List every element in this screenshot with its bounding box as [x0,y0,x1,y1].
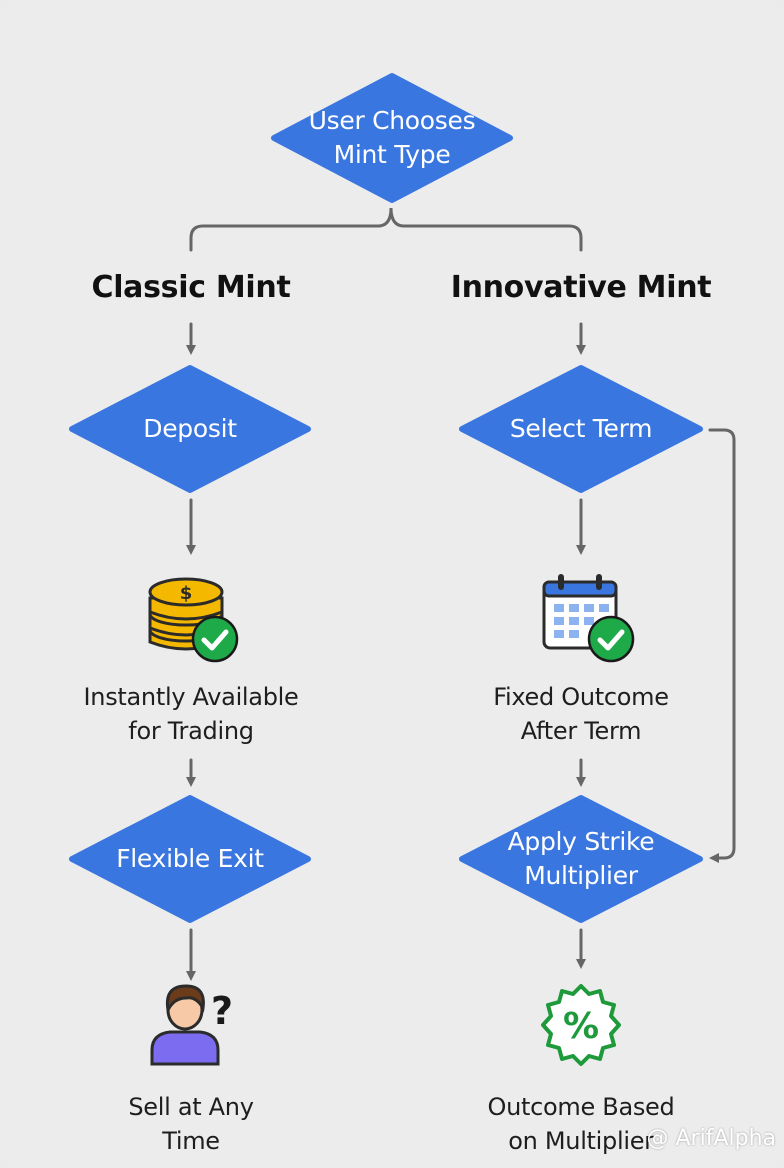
classic-mint-heading: Classic Mint [91,270,291,305]
innovative-mint-heading: Innovative Mint [450,270,712,305]
deposit-label: Deposit [143,414,237,443]
watermark-text: @ ArifAlpha [646,1126,777,1151]
select-term-label: Select Term [509,414,653,443]
deposit-diamond-shape [69,365,311,493]
split-brace [189,207,583,252]
deposit-node: Deposit [68,364,312,494]
arrow-select-loop-to-strike [708,428,736,863]
svg-text:?: ? [211,989,233,1033]
apply-strike-diamond-shape [459,795,703,923]
person-question-icon: ? [146,980,238,1068]
svg-text:%: % [563,1006,599,1047]
percent-badge-icon: % [538,982,624,1068]
flexible-exit-node: Flexible Exit [68,794,312,924]
select-term-diamond-shape [459,365,703,493]
flexible-exit-diamond-shape [69,795,311,923]
select-term-node: Select Term [458,364,704,494]
svg-text:$: $ [180,583,193,604]
start-diamond-shape [271,73,513,203]
checkmark-icon [190,614,240,664]
flexible-exit-label: Flexible Exit [116,844,264,873]
checkmark-icon [586,614,636,664]
